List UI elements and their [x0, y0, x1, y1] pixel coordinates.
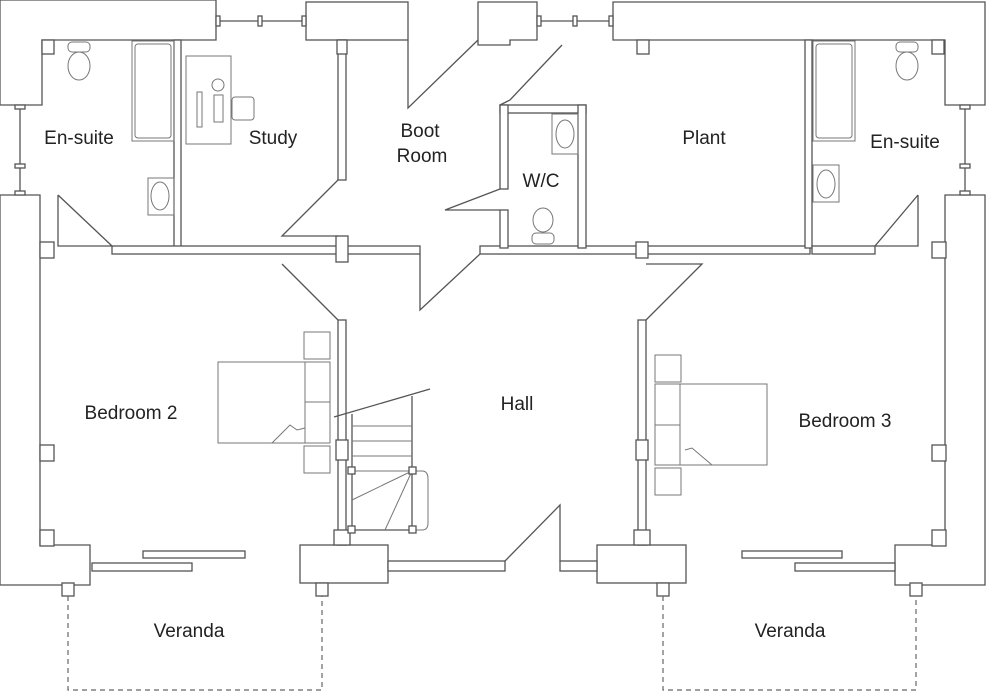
basin-right [812, 164, 840, 203]
label-ensuite-right: En-suite [870, 132, 940, 153]
bath-left [131, 40, 175, 142]
door-swings [57, 39, 919, 562]
windows [14, 15, 971, 572]
desk-study [185, 55, 255, 145]
label-boot-room-line1: Boot [400, 121, 440, 142]
label-ensuite-left: En-suite [44, 128, 114, 149]
bed-bedroom2 [217, 331, 331, 474]
toilet-wc [531, 207, 555, 245]
room-labels: En-suite Study Boot Room W/C Plant En-su… [44, 121, 940, 642]
outer-walls [0, 0, 986, 597]
label-hall: Hall [501, 394, 534, 415]
label-study: Study [249, 128, 298, 149]
bed-bedroom3 [654, 354, 768, 496]
label-plant: Plant [682, 128, 726, 149]
label-veranda-right: Veranda [755, 621, 826, 642]
basin-wc [551, 113, 579, 155]
furniture [67, 40, 919, 496]
toilet-right [895, 41, 919, 81]
label-wc: W/C [523, 171, 560, 192]
verandas [67, 596, 917, 691]
label-bedroom2: Bedroom 2 [85, 403, 178, 424]
internal-walls [111, 39, 876, 546]
label-veranda-left: Veranda [154, 621, 225, 642]
label-boot-room-line2: Room [397, 146, 448, 167]
label-bedroom3: Bedroom 3 [799, 411, 892, 432]
staircase [333, 388, 431, 534]
toilet-left [67, 41, 91, 81]
basin-left [147, 177, 175, 216]
bath-right [812, 40, 856, 142]
